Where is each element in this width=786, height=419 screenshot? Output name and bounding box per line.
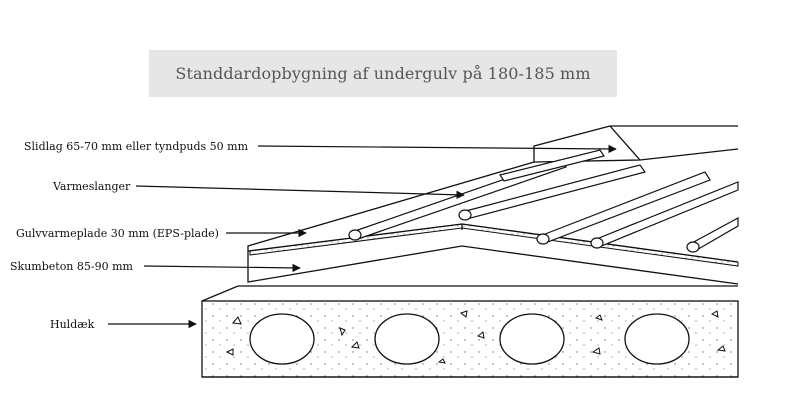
title-box: Standdardopbygning af undergulv på 180-1… [149, 50, 617, 97]
huldaek-slab [201, 285, 739, 378]
arrow-varmeslanger [135, 185, 465, 199]
aggregate-marks [225, 310, 726, 364]
label-varmeslanger: Varmeslanger [53, 180, 131, 193]
arrow-skumbeton [143, 263, 301, 273]
heating-pipes [348, 149, 739, 253]
label-gulvvarmeplade: Gulvvarmeplade 30 mm (EPS-plade) [16, 227, 219, 240]
label-slidlag: Slidlag 65-70 mm eller tyndpuds 50 mm [24, 140, 249, 153]
label-skumbeton: Skumbeton 85-90 mm [10, 260, 133, 273]
label-huldaek: Huldæk [50, 318, 95, 331]
gulvvarmeplade-layer [249, 223, 739, 267]
leader-arrows [108, 144, 617, 329]
diagram-title: Standdardopbygning af undergulv på 180-1… [175, 64, 591, 83]
arrow-slidlag [257, 144, 617, 154]
